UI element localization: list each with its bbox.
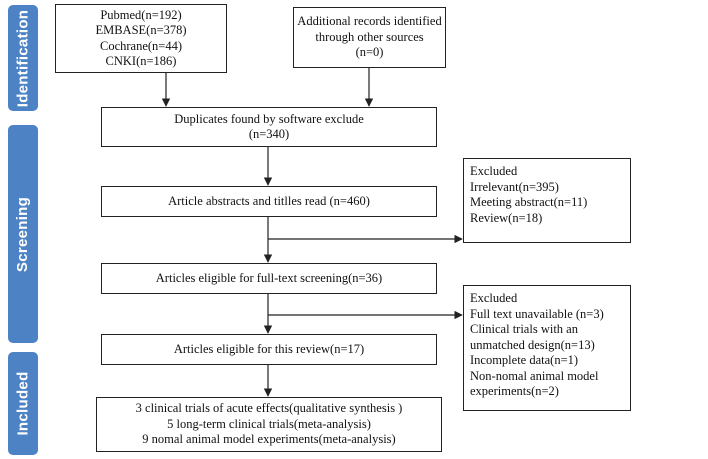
eligible-box: Articles eligible for this review(n=17) bbox=[101, 334, 437, 365]
excluded-2-design-line-2: unmatched design(n=13) bbox=[470, 337, 595, 352]
final-acute-trials: 3 clinical trials of acute effects(quali… bbox=[135, 401, 403, 416]
excluded-1-heading: Excluded bbox=[470, 164, 518, 178]
full-text-text: Articles eligible for full-text screenin… bbox=[155, 270, 383, 285]
excluded-1-irrelevant: Irrelevant(n=395) bbox=[470, 179, 559, 194]
phase-screening-label: Screening bbox=[8, 125, 38, 343]
database-pubmed: Pubmed(n=192) bbox=[100, 7, 182, 22]
databases-box: Pubmed(n=192) EMBASE(n=378) Cochrane(n=4… bbox=[55, 4, 227, 73]
excluded-box-1: Excluded Irrelevant(n=395) Meeting abstr… bbox=[463, 158, 631, 243]
full-text-box: Articles eligible for full-text screenin… bbox=[101, 263, 437, 294]
duplicates-text: Duplicates found by software exclude bbox=[174, 111, 364, 126]
duplicates-box: Duplicates found by software exclude (n=… bbox=[101, 107, 437, 147]
excluded-2-design-line-1: Clinical trials with an bbox=[470, 322, 578, 336]
excluded-2-heading: Excluded bbox=[470, 291, 518, 305]
excluded-1-meeting-abstract: Meeting abstract(n=11) bbox=[470, 195, 588, 209]
eligible-text: Articles eligible for this review(n=17) bbox=[173, 341, 365, 356]
final-box: 3 clinical trials of acute effects(quali… bbox=[96, 397, 442, 452]
database-cochrane: Cochrane(n=44) bbox=[99, 38, 183, 53]
excluded-2-incomplete: Incomplete data(n=1) bbox=[470, 353, 579, 367]
phase-identification-label: Identification bbox=[8, 5, 38, 111]
other-sources-line-2: through other sources bbox=[315, 29, 424, 44]
phase-included-label: Included bbox=[8, 352, 38, 455]
excluded-1-review: Review(n=18) bbox=[470, 210, 543, 225]
abstracts-text: Article abstracts and titlles read (n=46… bbox=[168, 193, 370, 208]
database-cnki: CNKI(n=186) bbox=[105, 54, 177, 68]
abstracts-box: Article abstracts and titlles read (n=46… bbox=[101, 186, 437, 217]
other-sources-box: Additional records identified through ot… bbox=[293, 7, 446, 68]
final-long-term-trials: 5 long-term clinical trials(meta-analysi… bbox=[167, 416, 371, 431]
excluded-box-2: Excluded Full text unavailable (n=3) Cli… bbox=[463, 285, 631, 411]
excluded-2-unavailable: Full text unavailable (n=3) bbox=[470, 306, 604, 321]
other-sources-line-1: Additional records identified bbox=[297, 14, 442, 29]
other-sources-count: (n=0) bbox=[355, 45, 384, 60]
excluded-2-animal-line-1: Non-nomal animal model bbox=[470, 368, 599, 383]
duplicates-count: (n=340) bbox=[248, 127, 290, 141]
excluded-2-animal-line-2: experiments(n=2) bbox=[470, 384, 559, 398]
database-embase: EMBASE(n=378) bbox=[95, 23, 187, 37]
final-animal-experiments: 9 nomal animal model experiments(meta-an… bbox=[142, 432, 396, 447]
